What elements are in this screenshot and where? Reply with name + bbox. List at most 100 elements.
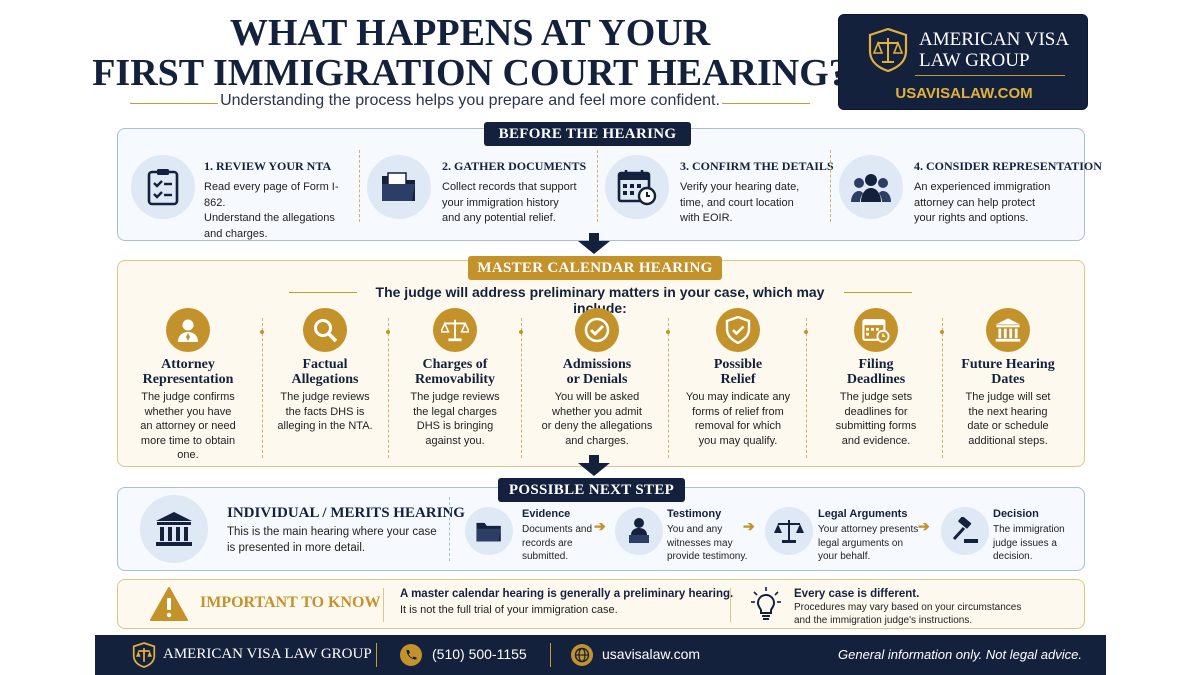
footer-firm: AMERICAN VISA LAW GROUP (163, 646, 372, 662)
person-icon (166, 308, 210, 352)
master-calendar-section (117, 260, 1085, 467)
step-desc: Verify your hearing date,time, and court… (680, 181, 800, 224)
flow-title: Testimony (667, 508, 722, 520)
master-item-desc-line: forms of relief from (692, 405, 784, 418)
master-item-title-line: Filing (858, 357, 894, 372)
footer-phone[interactable]: (510) 500-1155 (432, 646, 527, 662)
master-item-desc-line: more time to obtain (140, 434, 236, 447)
master-item-desc-line: whether you have (144, 405, 232, 418)
divider (521, 318, 522, 458)
step-title: 1. REVIEW YOUR NTA (204, 159, 332, 173)
master-item-desc-line: deadlines for (844, 405, 908, 418)
footer: AMERICAN VISA LAW GROUP (510) 500-1155 u… (95, 635, 1106, 675)
master-item-title-line: Allegations (291, 372, 359, 387)
master-calendar-label: MASTER CALENDAR HEARING (468, 256, 722, 280)
tip-lines: Procedures may vary based on your circum… (794, 602, 1022, 626)
master-item-title-line: Removability (414, 372, 496, 387)
merits-title: INDIVIDUAL / MERITS HEARING (227, 505, 465, 521)
divider (359, 150, 360, 222)
flow-title: Legal Arguments (818, 508, 908, 520)
check-circle-icon (575, 308, 619, 352)
phone-icon (400, 644, 422, 666)
master-item-desc-line: one. (177, 449, 199, 461)
master-item-title-line: or Denials (566, 372, 628, 387)
brand-url[interactable]: USAVISALAW.COM (895, 85, 1033, 102)
divider-dot (940, 330, 944, 334)
courthouse-icon (140, 495, 208, 563)
next-step-label: POSSIBLE NEXT STEP (498, 478, 685, 502)
scales-shield-icon (867, 27, 909, 73)
page-title-line1: WHAT HAPPENS AT YOUR (229, 12, 711, 54)
divider-dot (260, 330, 264, 334)
footer-disclaimer: General information only. Not legal advi… (838, 647, 1082, 662)
master-item-title-line: Representation (142, 372, 234, 387)
master-item-title-line: Dates (991, 372, 1025, 387)
calendar-clock-icon (605, 155, 669, 219)
right-arrow-icon: ➔ (743, 518, 755, 534)
divider (388, 318, 389, 458)
master-item-desc-line: and charges. (565, 434, 629, 447)
tip-title: Every case is different. (794, 588, 920, 600)
master-item-desc-line: You will be asked (554, 391, 640, 403)
master-item-desc-line: the next hearing (968, 405, 1048, 418)
master-item-desc-line: or deny the allegations (541, 420, 653, 432)
master-item-desc-line: The judge reviews (410, 391, 500, 403)
step-desc: Read every page of Form I-862.Understand… (204, 181, 339, 240)
step-title: 4. CONSIDER REPRESENTATION (914, 159, 1102, 173)
important-sub: It is not the full trial of your immigra… (400, 604, 618, 616)
divider (942, 318, 943, 458)
master-item-title-line: Possible (713, 357, 763, 372)
divider (376, 643, 377, 667)
master-item-title-line: Relief (720, 372, 756, 387)
master-item-title-line: Charges of (422, 357, 488, 372)
divider (262, 318, 263, 458)
group-icon (839, 155, 903, 219)
flow-title: Decision (993, 508, 1039, 520)
master-item-title-line: Factual (302, 357, 348, 372)
footer-website[interactable]: usavisalaw.com (602, 646, 701, 662)
master-item-desc-line: The judge reviews (280, 391, 370, 403)
brand-name-line1: AMERICAN VISA (919, 29, 1070, 50)
warning-icon (150, 586, 188, 622)
master-item-desc-line: against you. (425, 434, 485, 447)
divider (730, 588, 731, 622)
brand-box: AMERICAN VISA LAW GROUP USAVISALAW.COM (838, 14, 1088, 110)
right-arrow-icon: ➔ (918, 518, 930, 534)
step-title: 3. CONFIRM THE DETAILS (680, 159, 834, 173)
master-item-desc-line: and evidence. (841, 434, 911, 447)
master-item-title-line: Future Hearing (961, 357, 1055, 372)
flow-title: Evidence (522, 508, 571, 520)
courthouse-icon (986, 308, 1030, 352)
master-item-desc-line: the facts DHS is (285, 405, 365, 418)
master-item-desc-line: removal for which (694, 420, 782, 432)
divider (550, 643, 551, 667)
scales-icon (765, 507, 813, 555)
divider-dot (386, 330, 390, 334)
down-arrow-icon (578, 463, 610, 476)
scales-icon (433, 308, 477, 352)
divider (830, 150, 831, 222)
master-item-desc-line: whether you admit (552, 405, 642, 418)
merits-desc: This is the main hearing where your case… (227, 526, 437, 554)
brand-name-line2: LAW GROUP (919, 50, 1030, 71)
master-item-desc-line: You may indicate any (685, 391, 791, 403)
subtitle-rule-right (722, 103, 810, 104)
master-item-desc: You will be asked whether you admit or den… (529, 390, 665, 448)
intro-rule-left (289, 292, 357, 293)
master-item-desc-line: alleging in the NTA. (277, 420, 373, 432)
master-item-desc-line: The judge sets (839, 391, 913, 403)
